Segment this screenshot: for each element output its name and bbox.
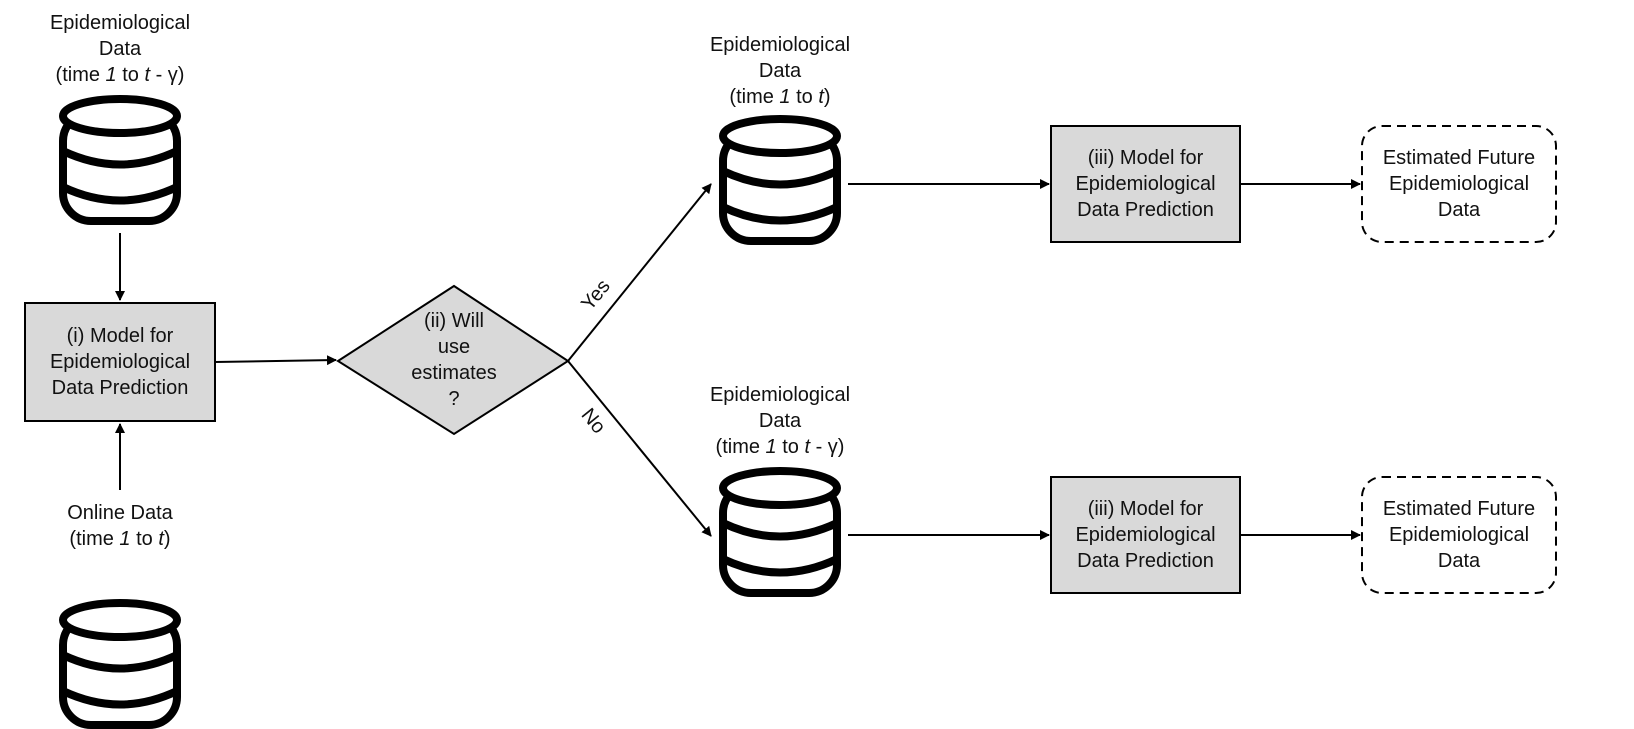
- arrow-model-i-to-decision: [214, 355, 337, 366]
- arrow-no-branch: [567, 360, 712, 537]
- database-icon-online: [63, 603, 177, 725]
- model-iii-bottom-label: (iii) Model for Epidemiological Data Pre…: [1075, 498, 1216, 572]
- output-top-label: Estimated Future Epidemiological Data: [1382, 147, 1536, 221]
- model-i-label: (i) Model for Epidemiological Data Predi…: [49, 325, 191, 399]
- db-yes-label: Epidemiological Data (time 1 to t): [709, 34, 851, 108]
- db-no-label: Epidemiological Data (time 1 to t - γ): [709, 384, 851, 458]
- model-iii-top-box: [1050, 125, 1241, 243]
- db-top-left-label: Epidemiological Data (time 1 to t - γ): [49, 12, 191, 86]
- output-top-box: [1361, 125, 1557, 243]
- model-i-box: [24, 302, 216, 422]
- output-bottom-label: Estimated Future Epidemiological Data: [1382, 498, 1536, 572]
- model-iii-bottom-box: [1050, 476, 1241, 594]
- model-iii-top-label: (iii) Model for Epidemiological Data Pre…: [1075, 147, 1216, 221]
- arrow-yes-branch: [567, 183, 712, 362]
- output-bottom-box: [1361, 476, 1557, 594]
- database-icon-no: [723, 471, 837, 593]
- database-icon-yes: [723, 119, 837, 241]
- db-online-label: Online Data (time 1 to t): [67, 502, 173, 550]
- decision-label: (ii) Will use estimates ?: [411, 310, 497, 410]
- database-icon-top-left: [63, 99, 177, 221]
